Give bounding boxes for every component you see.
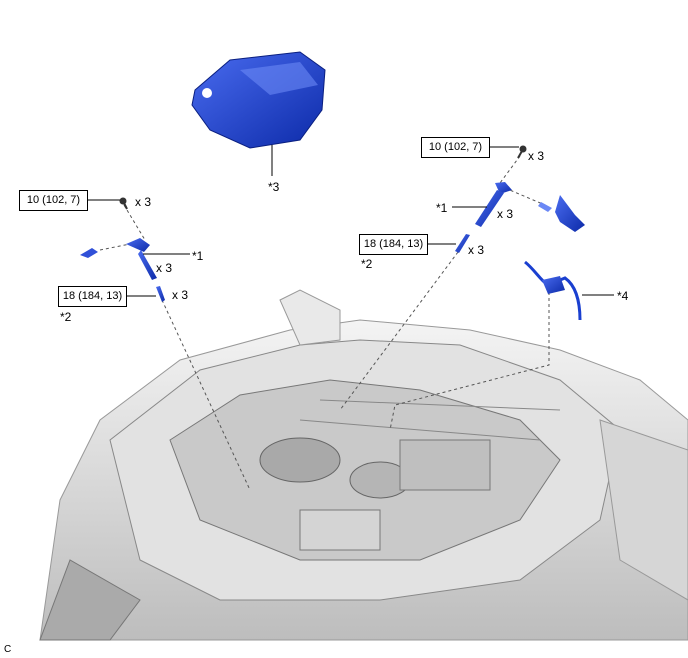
qty-right-plug: x 3 xyxy=(468,243,485,257)
qty-right-bolt: x 3 xyxy=(528,149,545,163)
callout-right-coil: *1 xyxy=(436,201,448,215)
vehicle-engine-bay xyxy=(39,289,688,641)
qty-left-plug: x 3 xyxy=(172,288,189,302)
engine-cover-part xyxy=(191,51,326,149)
assembly-guide-lines xyxy=(99,155,550,491)
qty-right-coil: x 3 xyxy=(497,207,514,221)
qty-left-coil: x 3 xyxy=(156,261,173,275)
torque-box-left-bolt: 10 (102, 7) xyxy=(19,190,88,211)
wire-harness-part xyxy=(524,260,582,321)
callout-engine-cover: *3 xyxy=(268,180,280,194)
right-spark-plug xyxy=(455,234,470,253)
callout-left-coil: *1 xyxy=(192,249,204,263)
right-bolt xyxy=(517,145,527,159)
callout-right-plug: *2 xyxy=(361,257,373,271)
qty-left-bolt: x 3 xyxy=(135,195,152,209)
callout-left-plug: *2 xyxy=(60,310,72,324)
left-ignition-coil xyxy=(80,238,157,280)
right-connector-harness xyxy=(538,195,585,232)
left-bolt xyxy=(119,197,128,210)
left-spark-plug xyxy=(156,286,165,302)
figure-code: C xyxy=(4,644,12,655)
torque-box-right-bolt: 10 (102, 7) xyxy=(421,137,490,158)
torque-box-right-plug: 18 (184, 13) xyxy=(359,234,428,255)
torque-box-left-plug: 18 (184, 13) xyxy=(58,286,127,307)
right-ignition-coil xyxy=(475,182,512,227)
callout-harness: *4 xyxy=(617,289,629,303)
